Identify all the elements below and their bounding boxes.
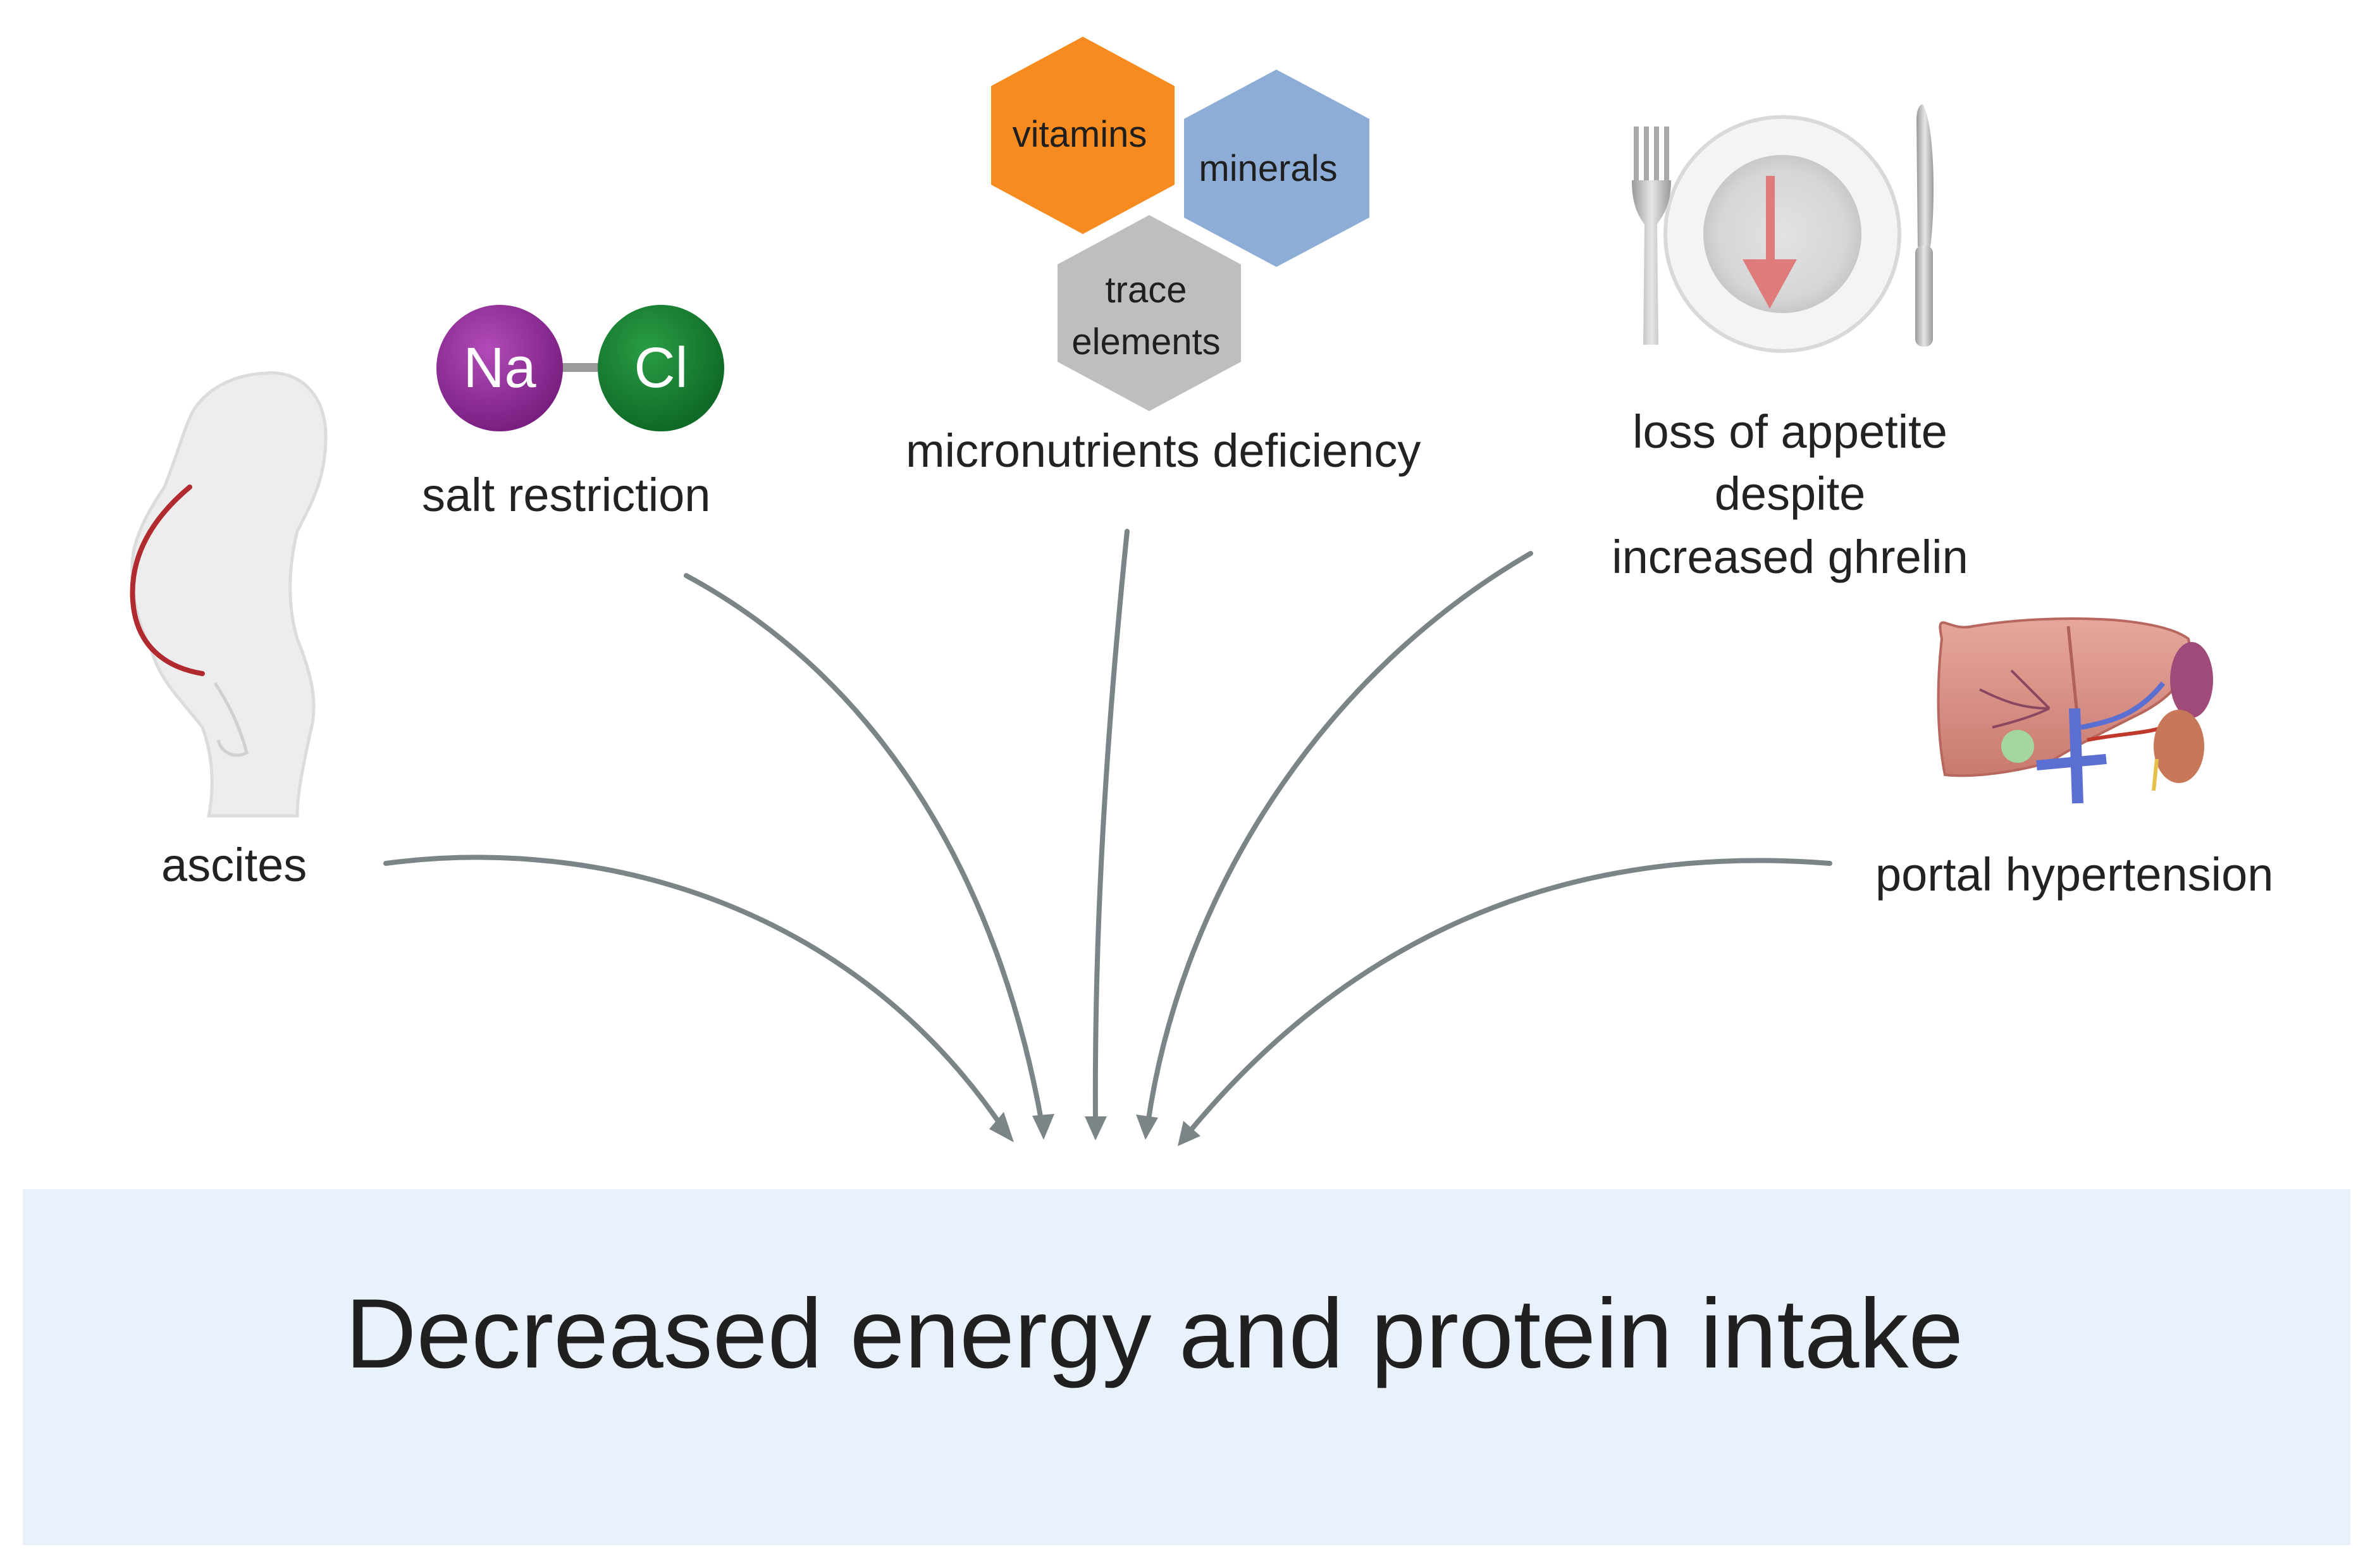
ascites-body-icon [130, 371, 328, 818]
arrow-micronutrients [1092, 529, 1130, 1125]
chloride-atom [598, 305, 724, 431]
trace-label: trace [1106, 269, 1187, 311]
arrowhead-ascites [989, 1112, 1014, 1142]
trace-elements-hexagon [1058, 215, 1241, 411]
outcome-label: Decreased energy and protein intake [345, 1279, 1964, 1389]
arrow-portal [1187, 858, 1832, 1135]
down-arrow-icon [1743, 259, 1797, 309]
minerals-hexagon [1184, 70, 1369, 267]
micronutrients-label: micronutrients deficiency [906, 424, 1421, 477]
appetite-label-line1: loss of appetite [1632, 405, 1947, 458]
outcome-box [23, 1189, 2350, 1545]
arrowhead-portal [1178, 1121, 1200, 1146]
chloride-label: Cl [634, 336, 688, 400]
arrowhead-micronutrients [1085, 1116, 1107, 1140]
arrowhead-salt [1032, 1114, 1054, 1140]
appetite-label-line3: increased ghrelin [1612, 531, 1968, 583]
portal-hypertension-label: portal hypertension [1875, 848, 2274, 901]
ascites-label: ascites [161, 839, 307, 891]
sodium-label: Na [463, 336, 536, 400]
minerals-label: minerals [1199, 148, 1337, 189]
arrows [383, 529, 1832, 1135]
salt-restriction-label: salt restriction [422, 469, 711, 521]
fork-icon [1632, 127, 1671, 345]
arrowheads [989, 1112, 1200, 1146]
arrow-ascites [383, 855, 1008, 1135]
down-arrow-shaft [1766, 176, 1775, 271]
plate-icon [1663, 115, 1901, 353]
knife-icon [1915, 104, 1934, 347]
appetite-label-line2: despite [1714, 467, 1866, 520]
sodium-chloride-icon: Na Cl [436, 305, 724, 431]
elements-label: elements [1071, 321, 1220, 362]
micronutrient-hexagons: vitamins minerals trace elements [991, 37, 1369, 411]
spleen-shape [2170, 642, 2213, 718]
arrow-appetite [1145, 551, 1533, 1125]
liver-kidney-icon [1937, 617, 2213, 804]
sodium-atom [436, 305, 563, 431]
vitamins-label: vitamins [1013, 114, 1147, 155]
vitamins-hexagon [991, 37, 1175, 234]
arrow-salt [684, 573, 1044, 1125]
arrowhead-appetite [1136, 1114, 1158, 1140]
kidney-shape [2154, 710, 2204, 783]
